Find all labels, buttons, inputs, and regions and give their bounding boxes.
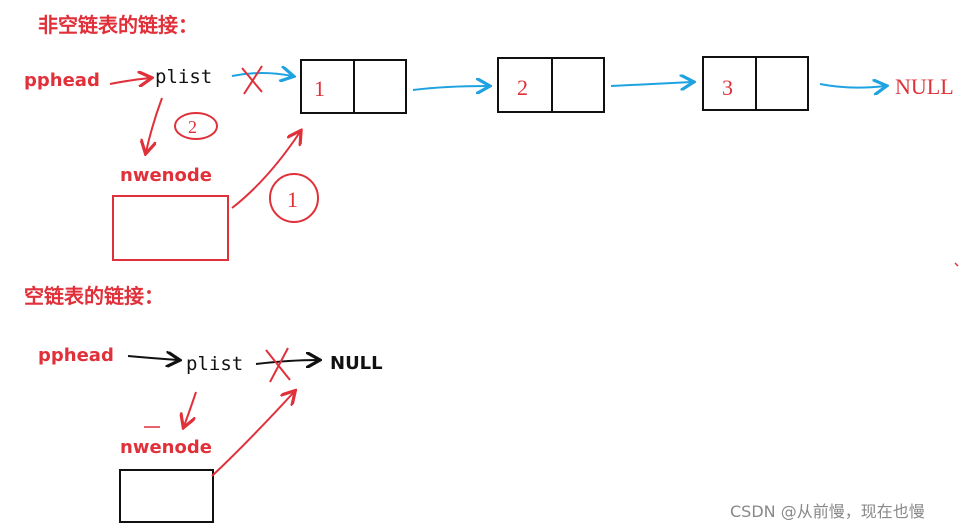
empty-pphead-to-plist-arrow [127, 356, 178, 360]
newnode-to-node1-arrow [231, 132, 300, 209]
empty-newnode-label: nwenode [120, 437, 212, 458]
empty-pphead-label: pphead [38, 345, 114, 366]
node1-to-node2-arrow [412, 86, 488, 90]
nonempty-null-label: NULL [895, 74, 954, 99]
empty-plist-to-null-arrow [255, 360, 318, 364]
node3-to-null-arrow [819, 84, 885, 88]
node-3: 3 [702, 56, 809, 111]
pphead-to-plist-arrow [109, 78, 150, 84]
nonempty-newnode-box [112, 195, 229, 261]
node-2: 2 [497, 57, 605, 113]
step-2-badge: 2 [174, 112, 218, 140]
step-2-label: 2 [188, 117, 197, 137]
node-1-value: 1 [314, 76, 325, 101]
cross-mark-icon [241, 65, 263, 95]
node2-to-node3-arrow [610, 82, 692, 86]
nonempty-pphead-label: pphead [24, 70, 100, 91]
watermark: CSDN @从前慢，现在也慢 [730, 502, 925, 521]
empty-null-label: NULL [330, 353, 383, 374]
step-1-label: 1 [287, 187, 298, 212]
plist-to-node1-arrow [231, 73, 292, 76]
nonempty-title: 非空链表的链接： [38, 13, 198, 37]
stray-mark [954, 262, 959, 267]
empty-title: 空链表的链接： [24, 284, 164, 308]
empty-plist-to-newnode-arrow [184, 391, 197, 426]
empty-plist-label: plist [186, 353, 243, 375]
nonempty-newnode-label: nwenode [120, 165, 212, 186]
nonempty-plist-label: plist [155, 66, 212, 88]
empty-cross-mark-icon [265, 347, 291, 383]
step-1-badge: 1 [269, 173, 319, 223]
plist-to-newnode-arrow [146, 97, 163, 152]
node-2-value: 2 [517, 75, 528, 100]
node-3-value: 3 [722, 75, 733, 100]
empty-newnode-to-null-arrow [211, 392, 294, 477]
empty-newnode-box [119, 469, 214, 523]
node-1: 1 [300, 59, 407, 114]
